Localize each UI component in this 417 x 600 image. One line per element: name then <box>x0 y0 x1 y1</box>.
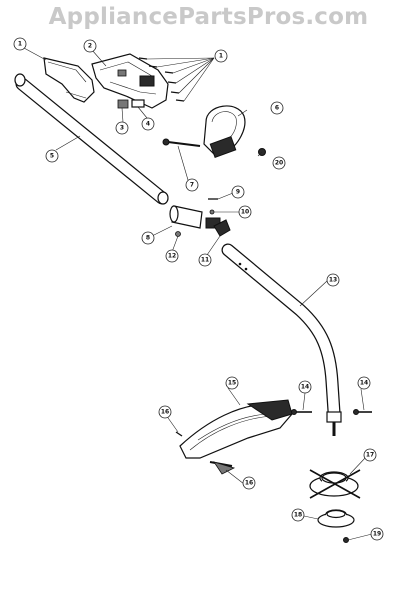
svg-text:11: 11 <box>201 257 209 264</box>
callout-8: 8 <box>141 231 155 245</box>
svg-text:15: 15 <box>228 380 236 387</box>
svg-text:17: 17 <box>366 452 374 459</box>
upper-shaft <box>14 73 169 205</box>
callout-3: 3 <box>115 121 129 135</box>
spool <box>317 509 355 528</box>
trimmer-head <box>309 469 361 499</box>
svg-text:7: 7 <box>190 182 194 189</box>
svg-text:9: 9 <box>236 189 240 196</box>
svg-text:14: 14 <box>360 380 368 387</box>
callout-5: 5 <box>45 149 59 163</box>
svg-text:5: 5 <box>50 153 54 160</box>
screws <box>138 57 185 102</box>
svg-text:1: 1 <box>18 41 22 48</box>
svg-text:12: 12 <box>168 253 176 260</box>
motor-housing <box>91 53 169 109</box>
callout-13: 13 <box>326 273 340 287</box>
guard <box>179 399 293 467</box>
handle-bolt <box>162 138 201 147</box>
svg-text:1: 1 <box>219 53 223 60</box>
callout-10: 10 <box>238 205 252 219</box>
callout-11: 11 <box>198 253 212 267</box>
callout-1: 1 <box>13 37 27 51</box>
svg-text:3: 3 <box>120 125 124 132</box>
callout-12: 12 <box>165 249 179 263</box>
callout-14: 14 <box>298 380 312 394</box>
callout-16: 16 <box>242 476 256 490</box>
guard-hardware <box>175 431 236 475</box>
svg-text:13: 13 <box>329 277 337 284</box>
svg-text:4: 4 <box>146 121 150 128</box>
callout-9: 9 <box>231 185 245 199</box>
watermark: AppliancePartsPros.com <box>48 4 369 30</box>
callout-2: 2 <box>83 39 97 53</box>
lower-curved-shaft <box>221 243 342 436</box>
svg-text:6: 6 <box>275 105 279 112</box>
callout-14: 14 <box>357 376 371 390</box>
assist-handle <box>203 105 246 158</box>
svg-text:8: 8 <box>146 235 150 242</box>
callout-20: 20 <box>272 156 286 170</box>
fastener <box>343 537 349 543</box>
svg-text:20: 20 <box>275 160 283 167</box>
callout-1: 1 <box>214 49 228 63</box>
callout-6: 6 <box>270 101 284 115</box>
svg-text:18: 18 <box>294 512 302 519</box>
callout-17: 17 <box>363 448 377 462</box>
callout-7: 7 <box>185 178 199 192</box>
svg-text:16: 16 <box>245 480 253 487</box>
svg-text:14: 14 <box>301 384 309 391</box>
leader-lines <box>23 47 373 541</box>
callout-18: 18 <box>291 508 305 522</box>
coupler-hardware <box>175 198 231 237</box>
coupler <box>169 205 221 229</box>
callout-19: 19 <box>370 527 384 541</box>
callout-15: 15 <box>225 376 239 390</box>
svg-text:2: 2 <box>88 43 92 50</box>
handle-housing <box>43 57 95 103</box>
svg-text:19: 19 <box>373 531 381 538</box>
switch-parts <box>117 99 145 109</box>
svg-text:10: 10 <box>241 209 249 216</box>
callout-16: 16 <box>158 405 172 419</box>
svg-text:16: 16 <box>161 409 169 416</box>
callout-4: 4 <box>141 117 155 131</box>
guard-screws <box>291 409 372 415</box>
